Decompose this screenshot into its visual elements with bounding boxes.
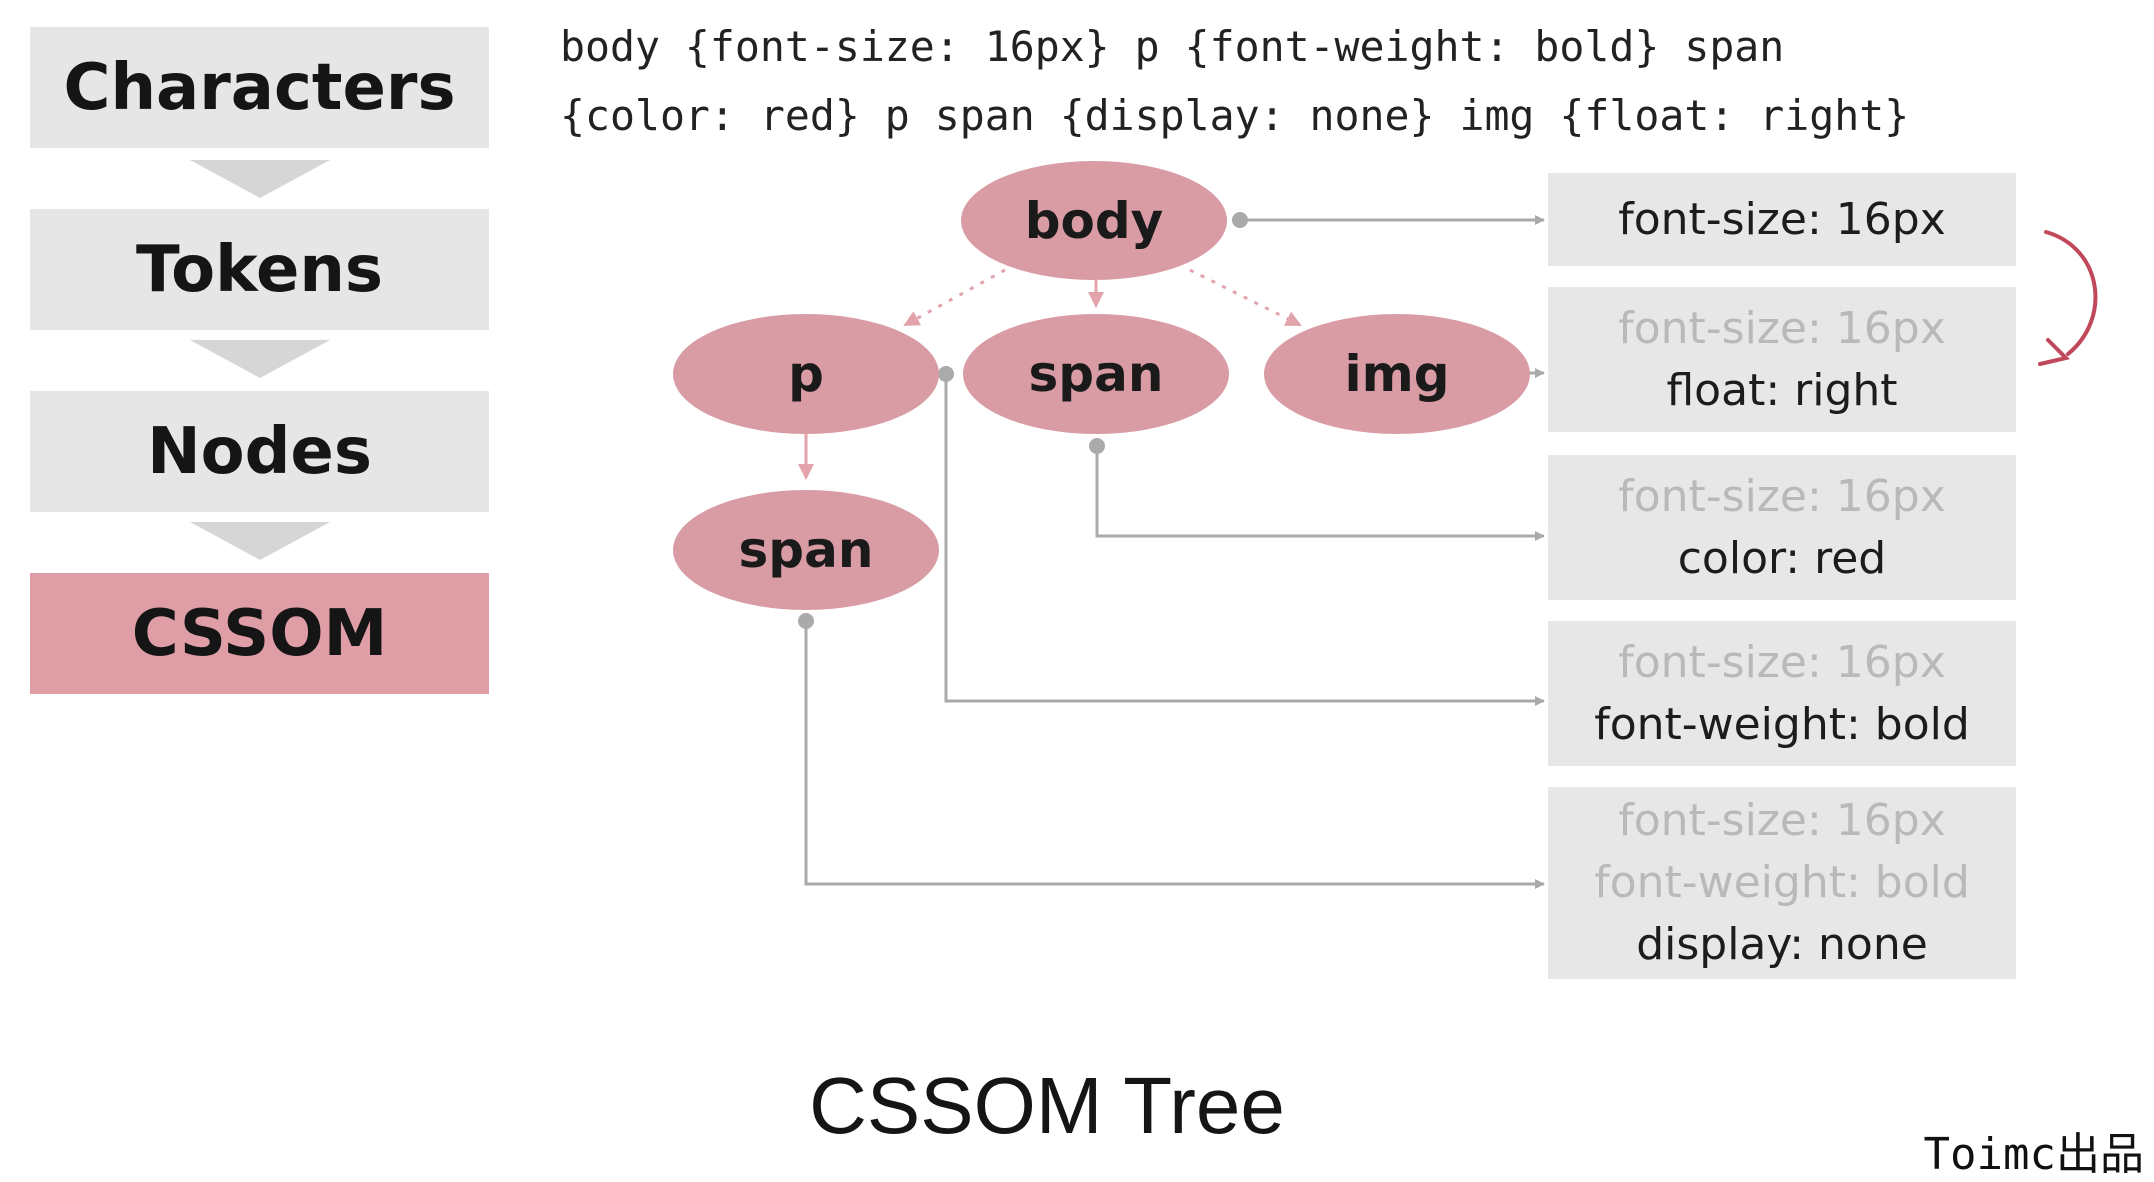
pipeline-step-nodes: Nodes (30, 391, 489, 512)
style-connectors (798, 212, 1545, 889)
edge-body-img (1189, 268, 1302, 327)
style-box-body: font-size: 16px (1548, 173, 2016, 266)
diagram-caption: CSSOM Tree (809, 1061, 1285, 1150)
style-span-inherited-0: font-size: 16px (1618, 470, 1946, 522)
link-pspan-style (804, 621, 1545, 889)
arrow-nodes-cssom (190, 522, 330, 560)
css-code-line-1: body {font-size: 16px} p {font-weight: b… (560, 22, 1785, 71)
node-span: span (963, 314, 1229, 434)
node-img: img (1264, 314, 1530, 434)
link-p-style (944, 374, 1545, 706)
node-body: body (961, 161, 1227, 280)
style-p-inherited-0: font-size: 16px (1618, 636, 1946, 688)
tree-edges (798, 268, 1302, 480)
style-pspan-own-0: display: none (1636, 919, 1928, 970)
style-pspan-inherited-1: font-weight: bold (1594, 857, 1970, 908)
style-body-own-0: font-size: 16px (1618, 193, 1946, 245)
link-span-style (1095, 446, 1545, 541)
pipeline-step-cssom: CSSOM (30, 573, 489, 694)
pipeline-arrows (190, 160, 330, 560)
style-img-inherited-0: font-size: 16px (1618, 302, 1946, 354)
style-box-span: font-size: 16px color: red (1548, 455, 2016, 600)
node-p-span: span (673, 490, 939, 610)
annotation-curve (2038, 230, 2098, 366)
edge-body-p (903, 268, 1006, 327)
style-box-img: font-size: 16px float: right (1548, 287, 2016, 432)
style-img-own-0: float: right (1666, 364, 1898, 416)
style-p-own-0: font-weight: bold (1594, 698, 1970, 750)
arrow-chars-tokens (190, 160, 330, 198)
style-pspan-inherited-0: font-size: 16px (1618, 795, 1946, 846)
node-p: p (673, 314, 939, 434)
pipeline-step-characters: Characters (30, 27, 489, 148)
arrow-tokens-nodes (190, 340, 330, 378)
style-box-p-span: font-size: 16px font-weight: bold displa… (1548, 787, 2016, 979)
css-code-block: body {font-size: 16px} p {font-weight: b… (560, 12, 1909, 150)
pipeline-step-tokens: Tokens (30, 209, 489, 330)
style-box-p: font-size: 16px font-weight: bold (1548, 621, 2016, 766)
credit-watermark: Toimc出品 (1923, 1129, 2144, 1180)
css-code-line-2: {color: red} p span {display: none} img … (560, 91, 1910, 140)
style-span-own-0: color: red (1677, 532, 1887, 584)
